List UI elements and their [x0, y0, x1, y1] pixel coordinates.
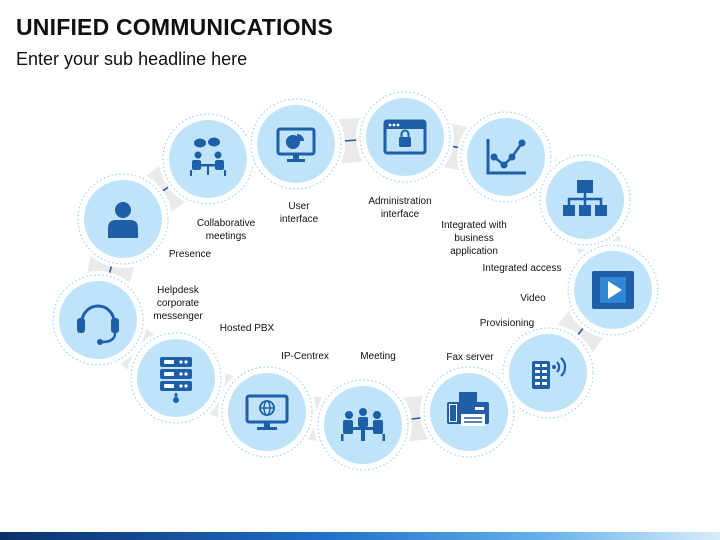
- node-inner-circle: [228, 373, 306, 451]
- node-dashed-ring: [539, 154, 631, 246]
- people-meeting-icon: [190, 137, 226, 176]
- video-play-icon: [592, 271, 634, 309]
- line-chart-icon: [486, 139, 526, 175]
- node-dashed-ring: [221, 366, 313, 458]
- node-dashed-ring: [250, 98, 342, 190]
- monitor-pie-chart-icon: [276, 127, 316, 162]
- label-integrated-access: Integrated access: [482, 263, 562, 274]
- team-meeting-icon: [341, 408, 385, 441]
- browser-lock-icon: [383, 119, 427, 155]
- node-server: [127, 329, 225, 427]
- label-integrated-with-business-application: Integrated with business application: [441, 220, 507, 257]
- label-video: Video: [520, 293, 546, 304]
- org-chart-icon: [563, 180, 607, 216]
- node-dashed-ring: [77, 173, 169, 265]
- label-collaborative-meetings: Collaborative meetings: [196, 218, 256, 242]
- node-web: [218, 363, 316, 461]
- page-title: UNIFIED COMMUNICATIONS: [16, 14, 334, 40]
- fax-machine-icon: [447, 392, 489, 426]
- label-administration-interface: Administration interface: [368, 196, 432, 220]
- node-dashed-ring: [317, 379, 409, 471]
- label-ip-centrex: IP-Centrex: [281, 351, 329, 362]
- node-inner-circle: [59, 281, 137, 359]
- node-team: [314, 376, 412, 474]
- node-fax: [420, 363, 518, 461]
- label-provisioning: Provisioning: [479, 318, 535, 329]
- node-hierarchy: [536, 151, 634, 249]
- wireless-device-icon: [532, 357, 567, 389]
- user-icon: [108, 202, 138, 238]
- node-dashed-ring: [502, 327, 594, 419]
- node-video: [564, 241, 662, 339]
- node-inner-circle: [467, 118, 545, 196]
- label-user-interface: User interface: [279, 201, 319, 225]
- label-presence: Presence: [168, 249, 212, 260]
- server-icon: [160, 357, 192, 403]
- node-user: [74, 170, 172, 268]
- node-meetings: [159, 110, 257, 208]
- label-meeting: Meeting: [360, 351, 396, 362]
- node-inner-circle: [169, 120, 247, 198]
- monitor-globe-icon: [245, 394, 289, 430]
- page-subtitle: Enter your sub headline here: [16, 49, 248, 69]
- node-dashed-ring: [567, 244, 659, 336]
- node-analytics: [457, 108, 555, 206]
- label-fax-server: Fax server: [446, 352, 494, 363]
- label-helpdesk-corporate-messenger: Helpdesk corporate messenger: [153, 285, 203, 322]
- node-dashed-ring: [423, 366, 515, 458]
- node-dashed-ring: [52, 274, 144, 366]
- node-presentation: [247, 95, 345, 193]
- node-dashed-ring: [460, 111, 552, 203]
- node-wireless: [499, 324, 597, 422]
- node-inner-circle: [84, 180, 162, 258]
- headset-icon: [77, 304, 119, 345]
- node-dashed-ring: [130, 332, 222, 424]
- node-secure-window: [356, 88, 454, 186]
- node-dashed-ring: [359, 91, 451, 183]
- label-hosted-pbx: Hosted PBX: [219, 323, 275, 334]
- footer-bar: [0, 532, 720, 540]
- node-headset: [49, 271, 147, 369]
